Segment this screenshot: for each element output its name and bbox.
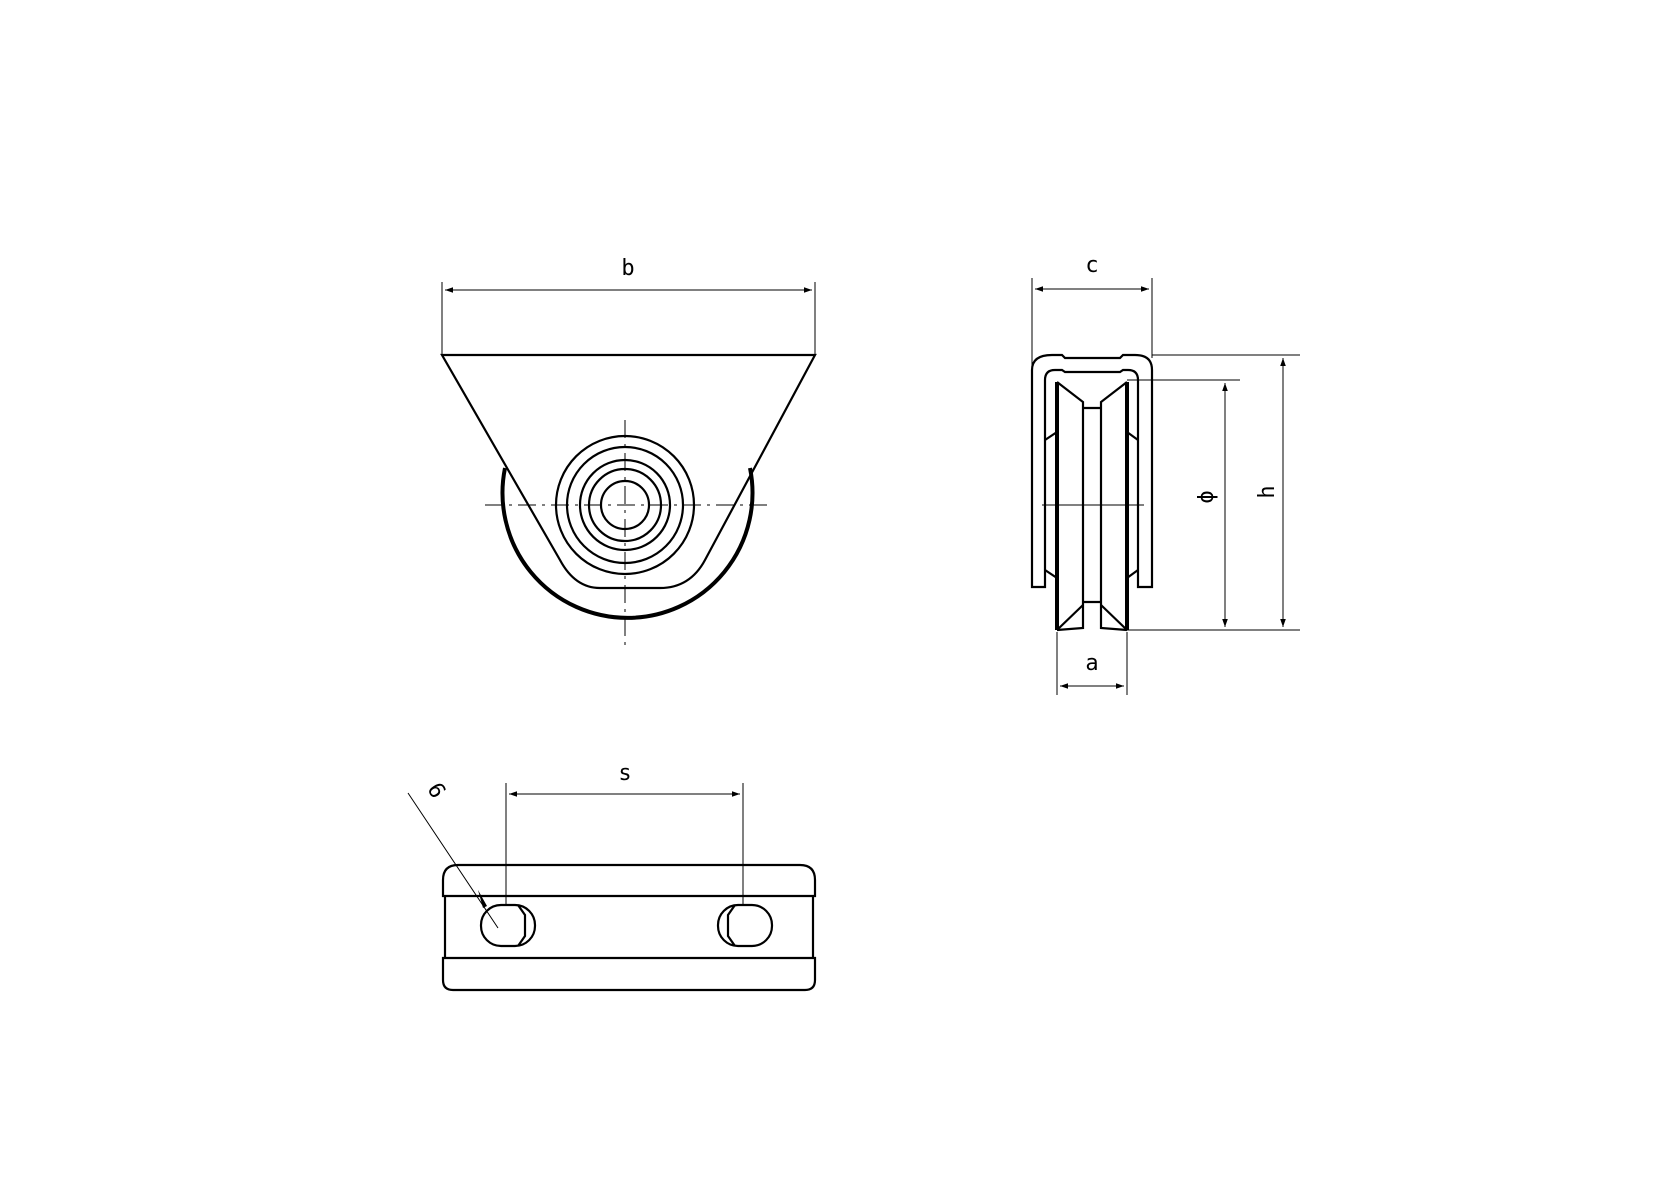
- hole-leader-line: [407, 792, 499, 929]
- groove-right: [1099, 381, 1128, 632]
- plate-top-edge: [441, 863, 817, 898]
- mounting-hole-left: [479, 903, 537, 948]
- dimension-hole-label: 9: [424, 777, 452, 801]
- dimension-h-label: h: [1255, 485, 1280, 498]
- bracket-plate: [440, 353, 817, 590]
- dimension-c-label: c: [1085, 253, 1098, 278]
- mounting-hole-right: [716, 903, 774, 948]
- dimension-a-label: a: [1085, 651, 1098, 676]
- groove-left: [1056, 381, 1085, 632]
- wheel-outline: [500, 467, 755, 620]
- front-view: b: [440, 256, 817, 650]
- dimension-s-label: s: [618, 761, 631, 786]
- u-channel-bracket: [1030, 353, 1154, 589]
- plate-bottom-edge: [441, 956, 817, 992]
- dimension-diameter-label: ϕ: [1194, 490, 1219, 503]
- dimension-b-label: b: [621, 256, 634, 281]
- side-view: c ϕ h a: [1030, 253, 1300, 695]
- top-view: s 9: [407, 761, 817, 992]
